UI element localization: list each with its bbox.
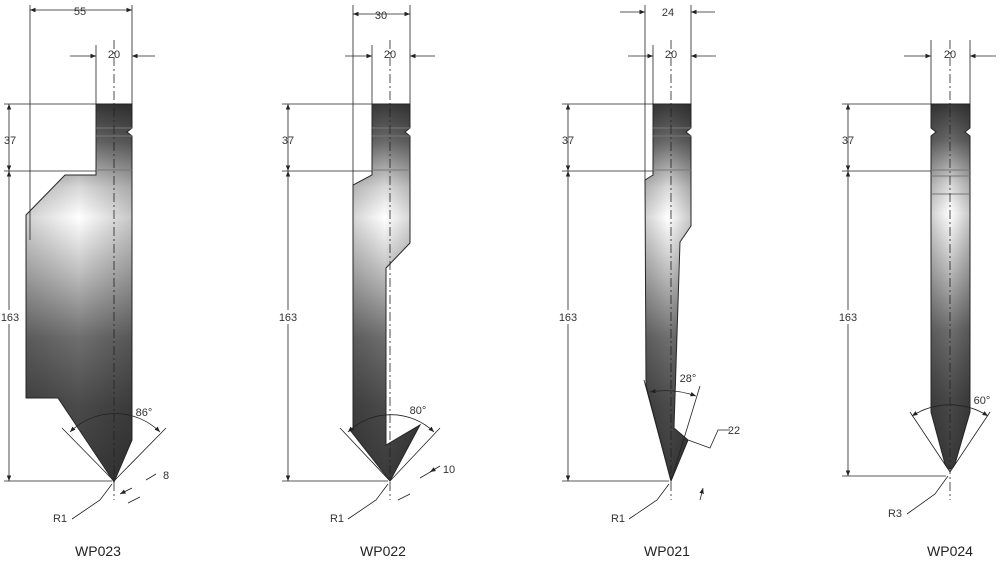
dim-37-label: 37 [842, 135, 854, 147]
tool-name-wp022: WP022 [360, 543, 406, 559]
tool-wp022: 30 20 37 163 80° 10 R1 WP022 [278, 5, 455, 559]
angle-86-label: 86° [136, 407, 153, 419]
radius-label: R1 [53, 513, 67, 525]
angle-60-label: 60° [974, 395, 991, 407]
tool-body [930, 103, 971, 470]
angle-28-label: 28° [680, 373, 697, 385]
tool-name-wp021: WP021 [644, 543, 690, 559]
radius-label: R1 [611, 513, 625, 525]
dim-37-label: 37 [4, 135, 16, 147]
dim-20-label: 20 [384, 49, 396, 61]
dim-24-label: 24 [662, 7, 674, 19]
dim-37-label: 37 [282, 135, 294, 147]
dim-20-label: 20 [108, 49, 120, 61]
tool-body [644, 103, 692, 483]
dim-55-label: 55 [74, 6, 86, 18]
tool-name-wp024: WP024 [927, 543, 973, 559]
tool-wp021: 24 20 37 163 28° 22 R1 WP021 [558, 5, 740, 559]
tool-wp024: 20 37 163 60° R3 WP024 [838, 40, 996, 559]
dim-8-label: 8 [163, 470, 169, 482]
dim-20-label: 20 [944, 49, 956, 61]
radius-label: R3 [888, 508, 902, 520]
dim-20-label: 20 [665, 49, 677, 61]
dim-30-label: 30 [375, 10, 387, 22]
tool-body [348, 103, 422, 482]
dim-37-label: 37 [562, 135, 574, 147]
tool-body [25, 103, 133, 484]
dim-163-label: 163 [279, 312, 297, 324]
tool-wp023: 55 20 37 163 86° 8 R1 WP023 [0, 5, 169, 559]
tool-name-wp023: WP023 [75, 543, 121, 559]
radius-label: R1 [330, 513, 344, 525]
dim-163-label: 163 [559, 312, 577, 324]
angle-80-label: 80° [410, 405, 427, 417]
dim-10-label: 10 [443, 464, 455, 476]
dim-163-label: 163 [1, 312, 19, 324]
dim-22-label: 22 [728, 425, 740, 437]
dim-163-label: 163 [839, 312, 857, 324]
